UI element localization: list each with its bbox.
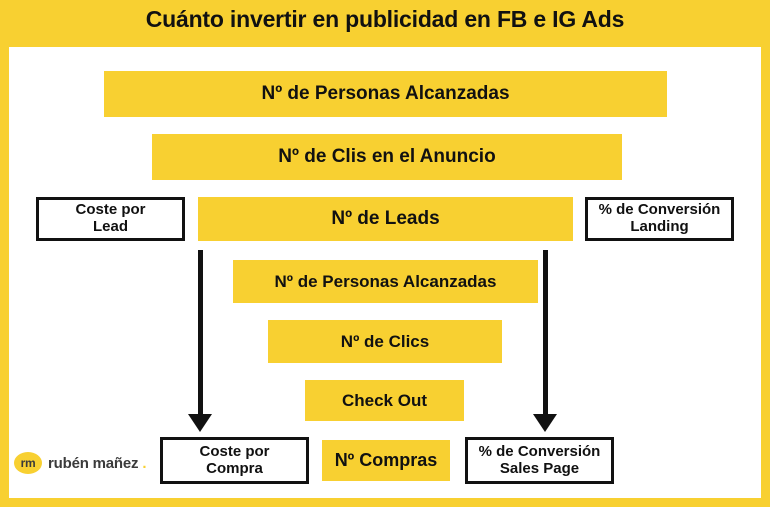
flow-node-ad-clicks: Nº de Clis en el Anuncio (152, 134, 622, 180)
flow-node-orders: Nº Compras (322, 440, 450, 481)
flow-node-label: Nº Compras (334, 450, 438, 471)
flow-node-label: Check Out (341, 390, 428, 410)
flow-node-label: Nº de Clis en el Anuncio (278, 146, 496, 168)
arrow-down-to-cost-per-order (185, 250, 215, 432)
frame-top-band (0, 0, 770, 47)
brand-logo: rm rubén mañez . (14, 452, 147, 474)
flow-node-checkout: Check Out (305, 380, 464, 421)
flow-node-label: Nº de Personas Alcanzadas (261, 83, 510, 105)
frame-bottom-band (0, 498, 770, 507)
flow-node-clicks: Nº de Clics (268, 320, 502, 363)
flow-node-conv-sales: % de Conversión Sales Page (465, 437, 614, 484)
flow-node-label: Coste por Compra (199, 442, 270, 477)
flow-node-cost-per-order: Coste por Compra (160, 437, 309, 484)
flow-node-label: Coste por Lead (75, 201, 146, 235)
flow-node-label: % de Conversión Sales Page (478, 442, 601, 477)
flow-node-label: Nº de Personas Alcanzadas (274, 271, 497, 291)
frame-right-band (761, 47, 770, 507)
arrow-head-icon (188, 414, 212, 432)
flow-node-reach-ad: Nº de Personas Alcanzadas (104, 71, 667, 117)
flow-node-conv-landing: % de Conversión Landing (585, 197, 734, 241)
page-title: Cuánto invertir en publicidad en FB e IG… (145, 6, 625, 32)
logo-dot-icon: . (142, 454, 147, 472)
flow-node-reach-page: Nº de Personas Alcanzadas (233, 260, 538, 303)
flow-node-leads: Nº de Leads (198, 197, 573, 241)
arrow-head-icon (533, 414, 557, 432)
logo-monogram-icon: rm (14, 452, 42, 474)
flow-node-label: Nº de Clics (340, 331, 430, 351)
arrow-shaft (542, 250, 548, 416)
flow-node-label: % de Conversión Landing (598, 201, 721, 235)
flow-node-cost-per-lead: Coste por Lead (36, 197, 185, 241)
arrow-shaft (197, 250, 203, 416)
arrow-down-to-conv-sales (530, 250, 560, 432)
frame-left-band (0, 47, 9, 507)
logo-wordmark: rubén mañez (48, 454, 139, 472)
flow-node-label: Nº de Leads (331, 208, 440, 230)
